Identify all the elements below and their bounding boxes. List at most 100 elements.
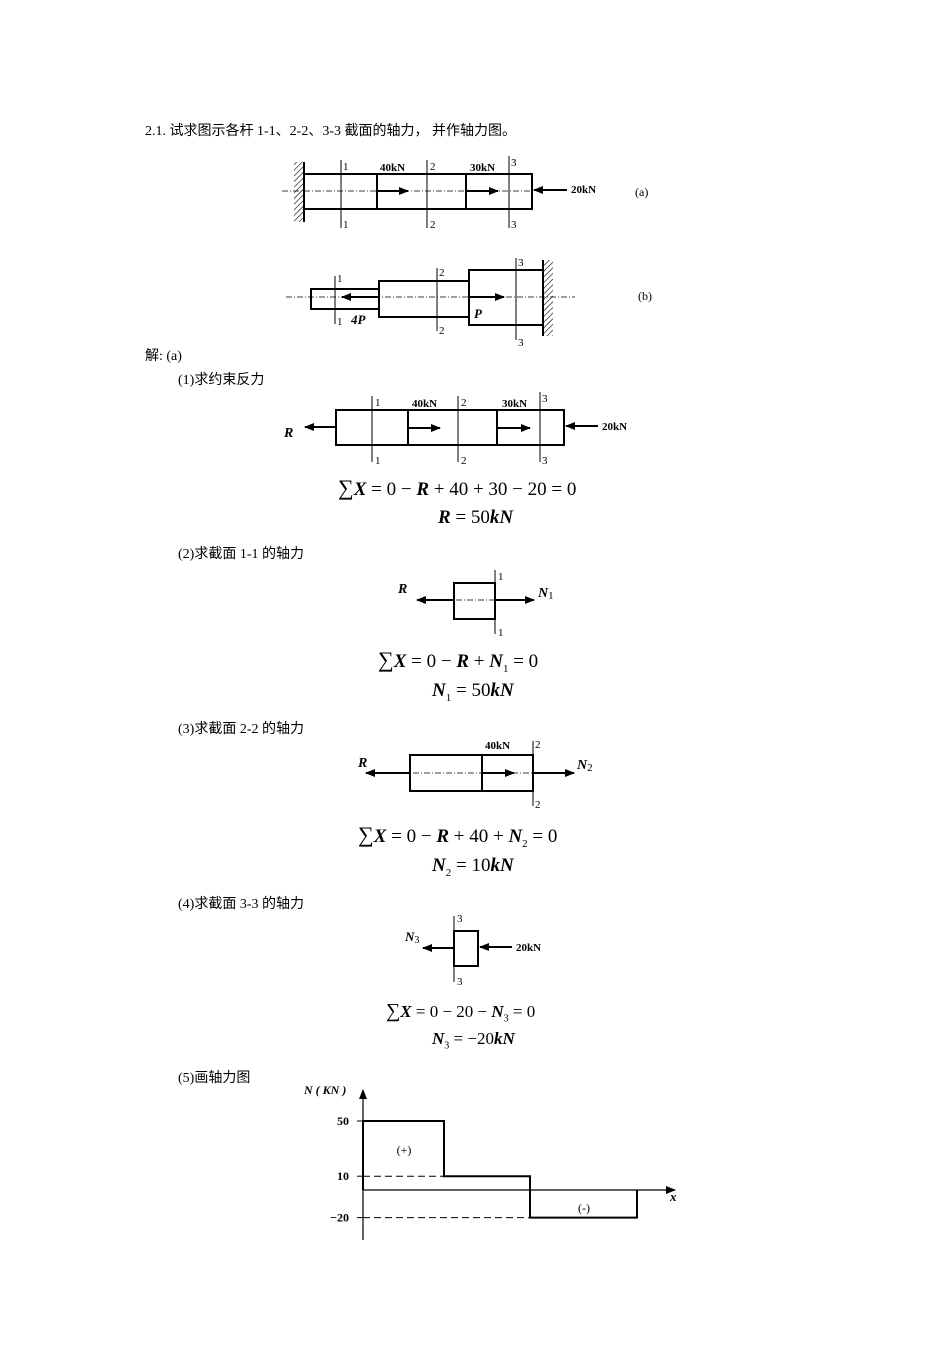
sec-label: 1 <box>337 316 343 328</box>
eq-part: = 0 − <box>386 826 437 847</box>
sec-label: 2 <box>430 219 436 231</box>
bar-segment <box>310 288 380 310</box>
wall-hatch <box>294 162 304 222</box>
sec-label: 1 <box>498 571 504 583</box>
wall-hatch <box>543 260 553 336</box>
y-axis-label: N ( KN ) <box>303 1083 346 1097</box>
eq-sub: 2 <box>445 866 452 879</box>
eq-part: = 0 <box>527 826 558 847</box>
problem-title: 2.1. 试求图示各杆 1-1、2-2、3-3 截面的轴力， 并作轴力图。 <box>145 124 516 139</box>
eq-step4-result: N3 = −20kN <box>432 1029 515 1051</box>
eq-n: N <box>432 680 446 701</box>
step1-heading: (1)求约束反力 <box>178 373 265 388</box>
figure-tag: (a) <box>635 185 648 199</box>
eq-step1-result: R = 50kN <box>438 507 513 529</box>
eq-part: + <box>469 651 490 672</box>
positive-region-label: (+) <box>397 1143 412 1157</box>
eq-part: + 40 + 30 − 20 = 0 <box>429 479 577 500</box>
sec-label: 1 <box>343 219 349 231</box>
sec-label: 3 <box>542 455 548 467</box>
eq-part: = 0 − 20 − <box>411 1002 492 1021</box>
eq-unit: kN <box>493 1029 515 1048</box>
sec-label: 40kN <box>412 398 437 410</box>
eq-r: R <box>436 826 449 847</box>
eq-step3-sum: ∑X = 0 − R + 40 + N2 = 0 <box>358 822 557 850</box>
eq-step2-sum: ∑X = 0 − R + N1 = 0 <box>378 647 538 675</box>
eq-step4-sum: ∑X = 0 − 20 − N3 = 0 <box>386 1000 535 1024</box>
solution-label: 解: (a) <box>145 349 182 364</box>
load-label: P <box>474 306 483 321</box>
force-label: N3 <box>404 929 419 946</box>
load-label: 40kN <box>380 162 405 174</box>
sec-label: 1 <box>375 397 381 409</box>
sec-label: 2 <box>535 799 541 811</box>
force-label: N2 <box>576 758 593 774</box>
figure-tag: (b) <box>638 289 652 303</box>
sec-label: 3 <box>518 257 524 269</box>
figure-a: 1 1 2 2 3 3 40kN 30kN 20kN (a) <box>282 156 648 231</box>
reaction-label: R <box>357 756 367 771</box>
load-label: 30kN <box>470 162 495 174</box>
sec-label: 3 <box>542 393 548 405</box>
eq-unit: kN <box>490 680 514 701</box>
sec-label: 3 <box>457 976 463 988</box>
bar-a <box>303 173 533 210</box>
bar <box>453 582 496 620</box>
sec-label: 2 <box>535 739 541 751</box>
eq-sub: 1 <box>502 662 509 675</box>
step2-diagram: 1 1 R N1 <box>397 570 554 639</box>
eq-part: = 50 <box>450 507 490 528</box>
sec-label: 2 <box>461 455 467 467</box>
eq-n: N <box>432 1029 445 1048</box>
eq-x: X <box>400 1002 412 1021</box>
eq-sub: 1 <box>445 691 452 704</box>
load-label: 4P <box>350 312 367 327</box>
eq-x: X <box>353 479 367 500</box>
eq-x: X <box>373 826 387 847</box>
sec-label: 3 <box>511 157 517 169</box>
y-tick-label: 50 <box>337 1114 349 1128</box>
step2-heading: (2)求截面 1-1 的轴力 <box>178 547 304 562</box>
eq-part: = 0 − <box>366 479 417 500</box>
eq-part: = 50 <box>451 680 491 701</box>
eq-part: = 10 <box>451 855 491 876</box>
eq-n: N <box>491 1002 504 1021</box>
eq-r: R <box>416 479 429 500</box>
eq-step2-result: N1 = 50kN <box>432 680 514 704</box>
eq-x: X <box>393 651 407 672</box>
step3-diagram: 2 2 40kN R N2 <box>357 739 593 811</box>
step1-diagram: 40kN 30kN 1 1 2 2 3 3 20kN R <box>283 392 627 467</box>
axial-force-step-line <box>362 1120 638 1219</box>
eq-r: R <box>438 507 451 528</box>
load-label: 20kN <box>602 421 627 433</box>
sec-label: 1 <box>337 273 343 285</box>
eq-part: = 0 <box>508 651 539 672</box>
sec-label: 3 <box>518 337 524 349</box>
sec-label: 2 <box>439 267 445 279</box>
x-axis-label: x <box>669 1189 677 1204</box>
reaction-label: R <box>283 426 293 441</box>
sec-label: 3 <box>511 219 517 231</box>
sec-label: 30kN <box>502 398 527 410</box>
eq-n: N <box>489 651 503 672</box>
eq-sub: 3 <box>503 1013 509 1025</box>
eq-sub: 2 <box>522 837 528 850</box>
figure-b: 1 1 2 2 3 3 4P P (b) <box>286 257 652 349</box>
sum-sign: ∑ <box>378 647 394 672</box>
eq-part: = −20 <box>449 1029 494 1048</box>
eq-n: N <box>508 826 523 847</box>
bar-segment <box>378 280 470 318</box>
eq-n: N <box>432 855 446 876</box>
eq-part: = 0 <box>508 1002 536 1021</box>
sec-label: 2 <box>461 397 467 409</box>
eq-unit: kN <box>490 855 514 876</box>
eq-unit: kN <box>489 507 514 528</box>
load-label: 20kN <box>516 942 541 954</box>
sum-sign: ∑ <box>386 1000 401 1022</box>
sec-label: 3 <box>457 913 463 925</box>
sec-label: 2 <box>439 325 445 337</box>
y-tick-label: −20 <box>330 1211 349 1225</box>
